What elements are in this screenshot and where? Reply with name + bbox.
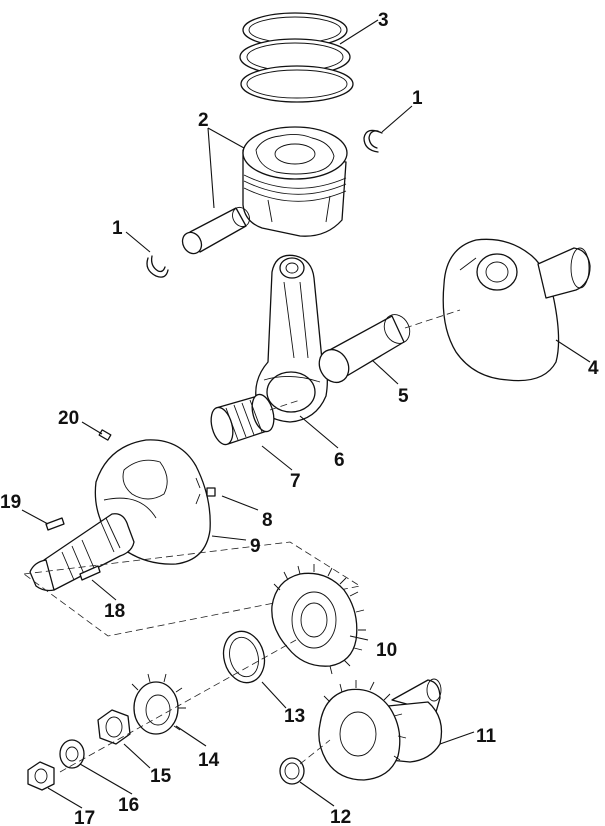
woodruff-key-8 [195, 477, 216, 505]
callout-6: 6 [334, 450, 345, 471]
piston-pin [181, 206, 250, 255]
callout-2: 2 [198, 110, 209, 131]
dowel-pin-20 [98, 429, 112, 441]
callout-3: 3 [378, 10, 389, 31]
callout-8: 8 [262, 510, 273, 531]
callout-11: 11 [476, 726, 497, 747]
callout-1-upper: 1 [412, 88, 423, 109]
washer-16 [59, 739, 85, 769]
callout-5: 5 [398, 386, 409, 407]
circlip-upper [363, 129, 383, 153]
callout-13: 13 [284, 706, 305, 727]
callout-12: 12 [330, 807, 351, 826]
crank-half-right [442, 238, 591, 382]
callout-16: 16 [118, 795, 139, 816]
callout-18: 18 [104, 601, 125, 622]
washer-13 [222, 630, 266, 684]
connecting-rod [255, 254, 328, 423]
sprocket-14 [131, 673, 186, 735]
callout-labels: 1 1 2 3 4 5 6 7 8 9 10 11 12 13 14 15 16… [0, 10, 599, 826]
callout-1-lower: 1 [112, 218, 123, 239]
callout-14: 14 [198, 750, 220, 771]
callout-19: 19 [0, 492, 21, 513]
pin-19 [45, 517, 65, 531]
washer-12 [279, 757, 305, 785]
callout-17: 17 [74, 808, 95, 826]
pin-18 [79, 565, 101, 581]
assembly-group-outline [22, 541, 362, 637]
piston [242, 126, 348, 237]
circlip-lower [146, 255, 169, 278]
callout-20: 20 [58, 408, 79, 429]
crank-pin [318, 314, 411, 384]
callout-7: 7 [290, 471, 301, 492]
balancer-shaft [318, 678, 443, 781]
callout-10: 10 [376, 640, 397, 661]
needle-bearing [210, 393, 275, 446]
nut-17 [27, 761, 55, 791]
piston-rings [239, 12, 354, 103]
callout-15: 15 [150, 766, 172, 787]
nut-15 [97, 709, 131, 745]
crank-half-left [29, 439, 211, 592]
leader-lines [21, 19, 591, 809]
assembly-axes [59, 309, 461, 773]
callout-4: 4 [588, 358, 599, 379]
drive-gear [271, 564, 366, 675]
callout-9: 9 [250, 536, 261, 557]
